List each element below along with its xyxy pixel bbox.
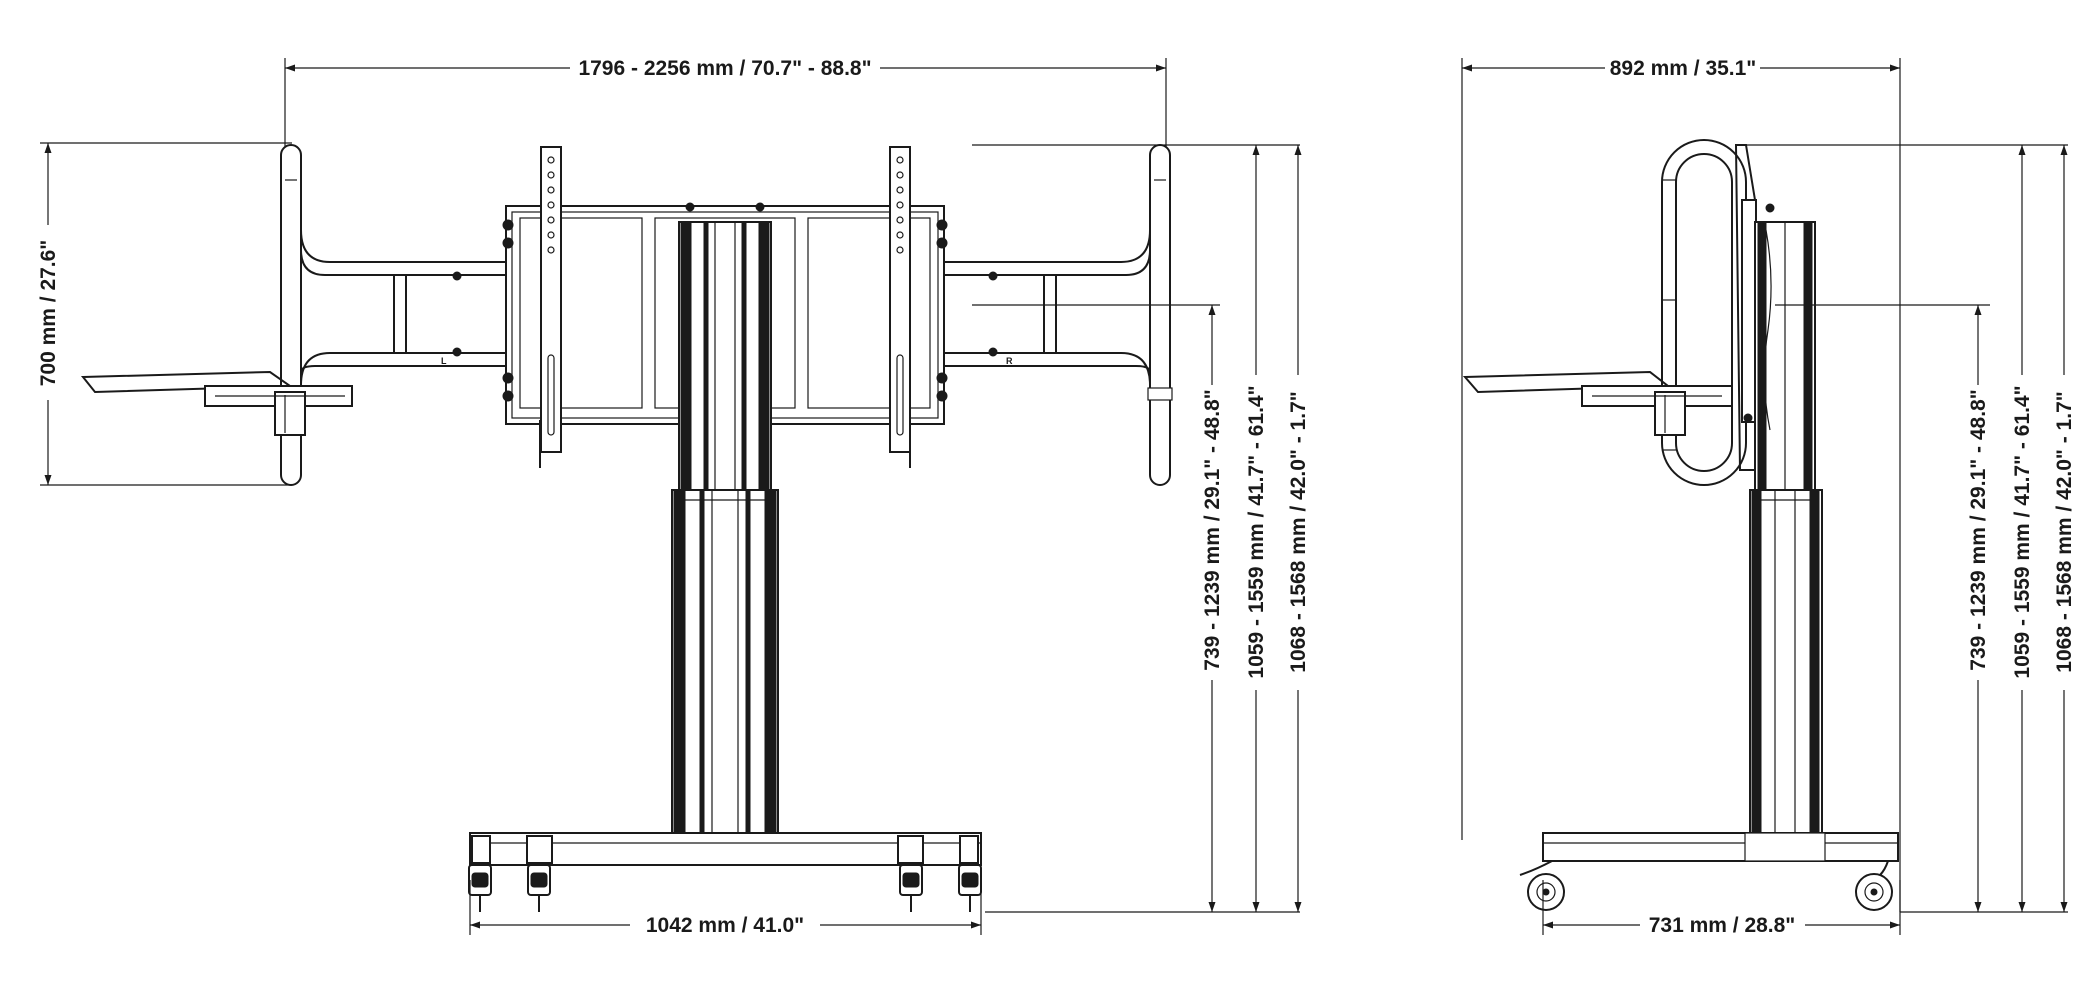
- front-right-arm-marker: R: [1006, 356, 1013, 366]
- front-base-width-label: 1042 mm / 41.0": [646, 914, 804, 937]
- side-height-top-mount-label: 1059 - 1559 mm / 41.7" - 61.4": [2011, 385, 2034, 678]
- side-depth-dimension: 892 mm / 35.1": [1461, 57, 1901, 912]
- front-base: [469, 832, 982, 866]
- front-right-vesa-bracket: [889, 146, 911, 468]
- front-height-center-label: 739 - 1239 mm / 29.1" - 48.8": [1201, 389, 1224, 670]
- front-casters: [468, 864, 982, 912]
- front-total-width-label: 1796 - 2256 mm / 70.7" - 88.8": [578, 57, 871, 80]
- front-shelf-height-label: 700 mm / 27.6": [37, 240, 60, 387]
- front-height-top-overall-label: 1068 - 1568 mm / 42.0" - 1.7": [1287, 391, 1310, 672]
- side-height-top-overall-label: 1068 - 1568 mm / 42.0" - 1.7": [2053, 391, 2076, 672]
- front-left-handle: L: [280, 144, 505, 486]
- side-column: [1749, 221, 1823, 834]
- front-height-center-dimension: 739 - 1239 mm / 29.1" - 48.8": [1201, 305, 1224, 912]
- front-left-shelf: [80, 370, 353, 436]
- side-base-depth-label: 731 mm / 28.8": [1649, 914, 1796, 937]
- side-height-top-mount-dimension: 1059 - 1559 mm / 41.7" - 61.4": [2011, 145, 2034, 912]
- side-view: 892 mm / 35.1": [1461, 57, 2076, 937]
- front-left-arm-marker: L: [441, 356, 447, 366]
- side-base: [1542, 832, 1899, 862]
- front-height-top-mount-label: 1059 - 1559 mm / 41.7" - 61.4": [1245, 385, 1268, 678]
- front-left-vesa-bracket: [539, 146, 562, 468]
- side-height-center-dimension: 739 - 1239 mm / 29.1" - 48.8": [1967, 305, 1990, 912]
- side-base-depth-dimension: 731 mm / 28.8": [1542, 880, 1901, 937]
- front-height-top-mount-dimension: 1059 - 1559 mm / 41.7" - 61.4": [1245, 145, 1268, 912]
- side-height-center-label: 739 - 1239 mm / 29.1" - 48.8": [1967, 389, 1990, 670]
- front-height-top-overall-dimension: 1068 - 1568 mm / 42.0" - 1.7": [1287, 145, 1310, 912]
- front-base-width-dimension: 1042 mm / 41.0": [469, 880, 982, 937]
- front-view: 1796 - 2256 mm / 70.7" - 88.8" 700 mm / …: [37, 57, 1310, 937]
- front-right-handle: R: [945, 144, 1173, 486]
- side-shelf: [1462, 370, 1733, 436]
- front-shelf-height-dimension: 700 mm / 27.6": [37, 142, 292, 486]
- front-total-width-dimension: 1796 - 2256 mm / 70.7" - 88.8": [284, 57, 1167, 150]
- side-depth-label: 892 mm / 35.1": [1610, 57, 1757, 80]
- side-casters: [1519, 860, 1893, 911]
- front-column: [671, 202, 779, 834]
- side-height-top-overall-dimension: 1068 - 1568 mm / 42.0" - 1.7": [2053, 145, 2076, 912]
